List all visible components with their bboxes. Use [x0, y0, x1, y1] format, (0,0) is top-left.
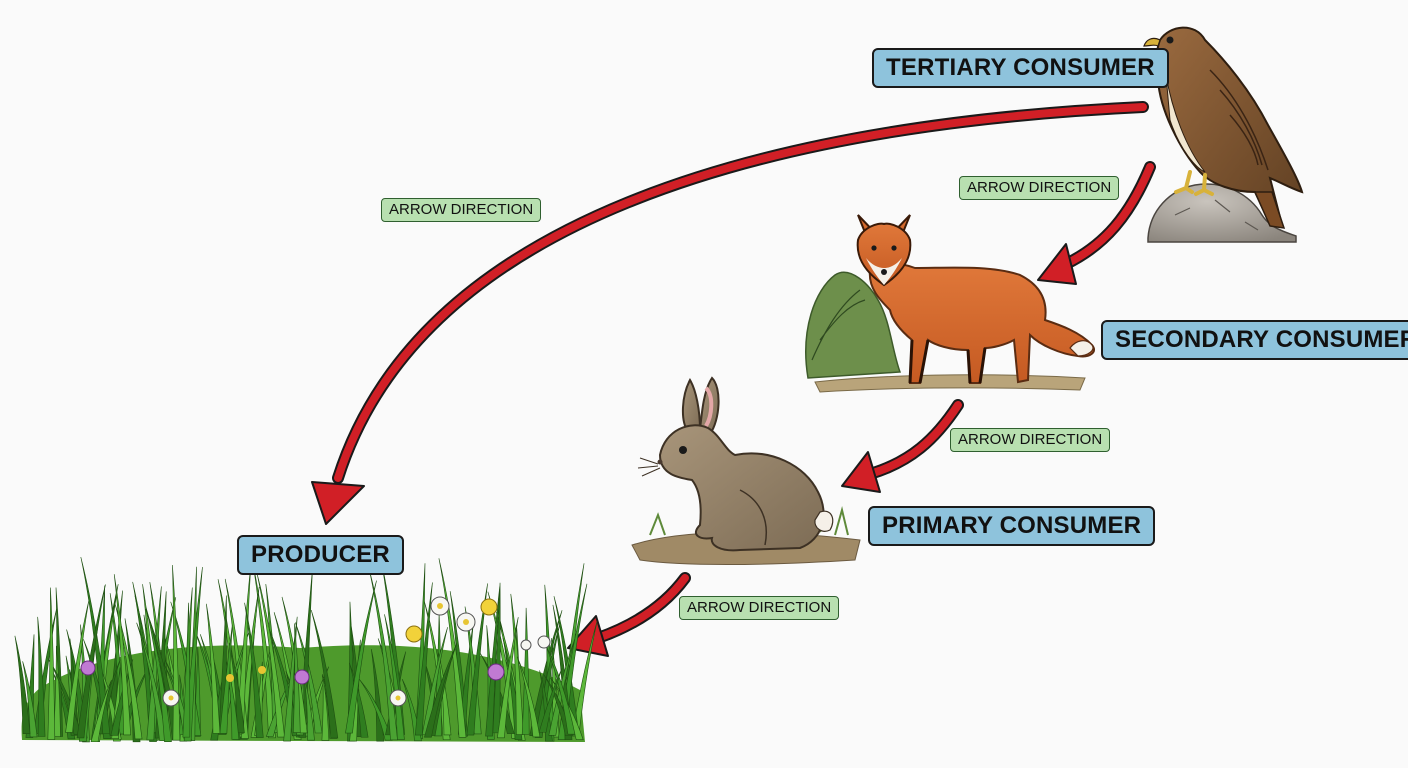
tertiary-consumer-label: TERTIARY CONSUMER [872, 48, 1169, 88]
grass-blade [219, 624, 233, 734]
grass-blade [345, 580, 377, 734]
grass-blade [182, 602, 191, 738]
grass-blade [497, 617, 519, 739]
grass-blade [310, 609, 339, 739]
arrow-label-primary-to-producer: ARROW DIRECTION [679, 596, 840, 620]
secondary-consumer-label: SECONDARY CONSUMER [1101, 320, 1408, 360]
grass-blade [321, 674, 330, 741]
primary-consumer-label: PRIMARY CONSUMER [868, 506, 1156, 546]
grass-blade [206, 603, 221, 734]
grass-blade [47, 587, 56, 740]
grass-blade [244, 602, 264, 738]
grass-blade [76, 584, 106, 739]
grass-blade [37, 616, 46, 737]
grass-blade [90, 679, 112, 743]
producer-label: PRODUCER [237, 535, 404, 575]
grass-blade [437, 649, 452, 736]
grass-blade [113, 574, 131, 736]
grass-blade [53, 645, 61, 737]
flowers [80, 596, 551, 707]
arrow-secondary-to-primary [841, 399, 964, 493]
arrow-tertiary-to-secondary [1037, 161, 1156, 285]
grass-blade [22, 661, 38, 738]
arrow-tertiary-to-producer [311, 101, 1149, 525]
grass-blades [14, 556, 598, 743]
grass-blade [114, 604, 143, 740]
grass-blade [571, 621, 598, 737]
rabbit-icon [631, 376, 861, 565]
fox-icon [805, 214, 1096, 393]
arrow-label-tertiary-to-secondary: ARROW DIRECTION [959, 176, 1120, 200]
grass-blade [228, 642, 245, 734]
grass-blade [516, 656, 541, 738]
grass-blade [414, 582, 433, 736]
grass-blade [438, 558, 467, 738]
grass-blade [510, 593, 524, 735]
grass-blade [136, 622, 167, 742]
grass-blade [110, 659, 134, 736]
grass-blade [466, 583, 488, 736]
grass-blade [538, 668, 563, 733]
grass-blade [283, 616, 298, 742]
grass-blade [485, 586, 501, 737]
arrow-label-secondary-to-primary: ARROW DIRECTION [950, 428, 1111, 452]
arrow-primary-to-producer [567, 572, 691, 657]
hawk-icon [1143, 26, 1304, 243]
grass-icon [14, 556, 598, 743]
grass-blade [14, 635, 31, 735]
arrow-label-tertiary-to-producer: ARROW DIRECTION [381, 198, 542, 222]
grass-blade [424, 644, 458, 738]
